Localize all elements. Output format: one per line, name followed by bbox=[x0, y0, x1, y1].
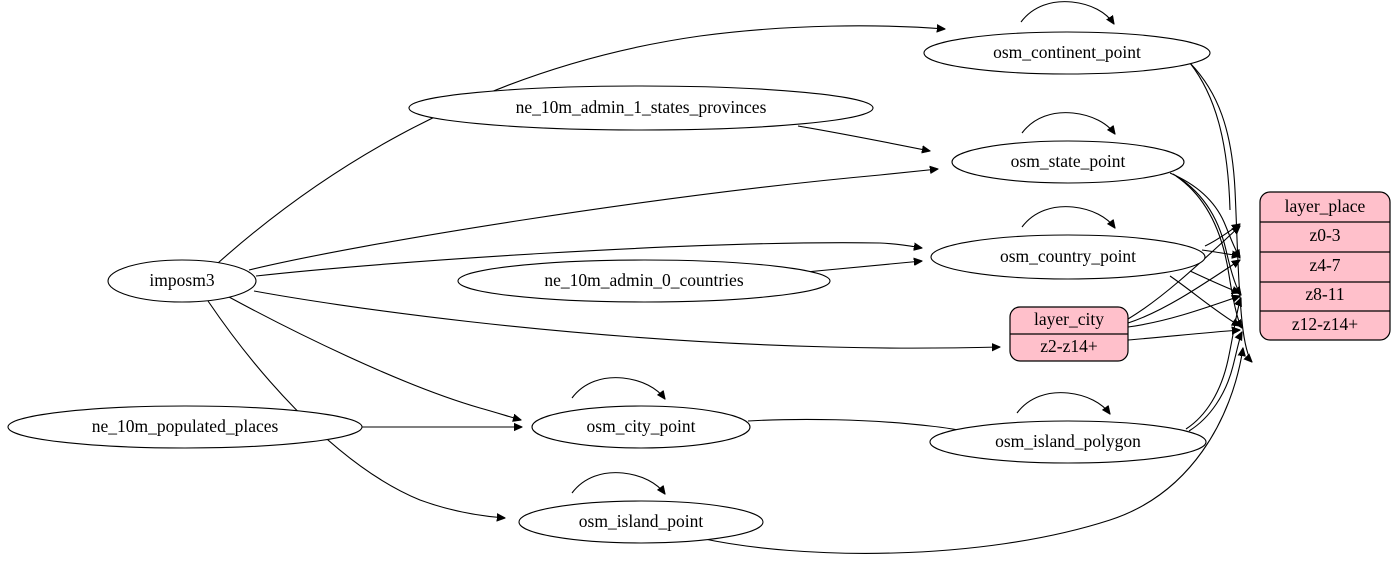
edge-self-osm_continent_point bbox=[1020, 1, 1114, 24]
node-label-osm_island_point: osm_island_point bbox=[579, 511, 704, 531]
node-imposm3[interactable]: imposm3 bbox=[107, 259, 257, 303]
record-cell-layer_city-z2[interactable]: z2-z14+ bbox=[1040, 336, 1098, 356]
node-label-osm_country_point: osm_country_point bbox=[1000, 246, 1136, 266]
node-osm_country_point[interactable]: osm_country_point bbox=[930, 234, 1206, 280]
edge-osm_country_point-to-layer_place-z8 bbox=[1189, 270, 1240, 293]
edge-self-osm_city_point bbox=[571, 377, 665, 399]
edge-layer_city-to-layer_place-z12 bbox=[1127, 330, 1240, 341]
node-label-osm_city_point: osm_city_point bbox=[587, 416, 696, 436]
edge-ne_10m_admin_1_states-to-osm_state_point bbox=[797, 125, 930, 151]
record-node-layer_place[interactable]: layer_place z0-3 z4-7 z8-11 z12-z14+ bbox=[1259, 191, 1391, 341]
edge-layer_city-to-layer_place-z8 bbox=[1127, 296, 1240, 328]
edge-layer bbox=[207, 1, 1252, 554]
edge-osm_country_point-to-layer_place-z12 bbox=[1169, 275, 1240, 326]
ellipse-node-layer: imposm3 ne_10m_populated_places ne_10m_a… bbox=[7, 31, 1211, 544]
node-label-ne_10m_admin_1_states_provinces: ne_10m_admin_1_states_provinces bbox=[516, 97, 767, 117]
edge-osm_continent_point-to-layer_place-z0-b bbox=[1189, 62, 1231, 211]
node-osm_state_point[interactable]: osm_state_point bbox=[951, 140, 1185, 184]
record-cell-layer_place-z4[interactable]: z4-7 bbox=[1309, 255, 1340, 275]
record-cell-layer_place-z0[interactable]: z0-3 bbox=[1309, 225, 1340, 245]
edge-osm_island_point-to-layer_place-z12 bbox=[699, 348, 1243, 554]
record-cell-layer_place-z12[interactable]: z12-z14+ bbox=[1292, 314, 1358, 334]
node-label-osm_continent_point: osm_continent_point bbox=[993, 42, 1141, 62]
edge-imposm3-to-osm_country_point bbox=[255, 242, 922, 277]
edge-self-osm_island_point bbox=[571, 472, 665, 494]
record-cell-layer_city-title: layer_city bbox=[1034, 309, 1104, 329]
edge-layer_city-to-layer_place-z4 bbox=[1127, 260, 1240, 324]
edge-self-osm_island_polygon bbox=[1016, 392, 1110, 414]
node-osm_city_point[interactable]: osm_city_point bbox=[531, 405, 751, 449]
edge-osm_island_polygon-to-layer_place-z12 bbox=[1188, 332, 1242, 432]
node-label-osm_state_point: osm_state_point bbox=[1011, 151, 1126, 171]
edge-imposm3-to-osm_state_point bbox=[248, 169, 938, 271]
edge-imposm3-to-osm_island_point bbox=[207, 300, 505, 518]
edge-self-osm_state_point bbox=[1021, 112, 1115, 134]
edge-self-osm_country_point bbox=[1021, 206, 1115, 228]
node-label-ne_10m_populated_places: ne_10m_populated_places bbox=[92, 416, 279, 436]
node-ne_10m_admin_1_states_provinces[interactable]: ne_10m_admin_1_states_provinces bbox=[408, 85, 874, 131]
edge-osm_country_point-to-layer_place-z4 bbox=[1201, 249, 1240, 256]
edge-ne_10m_admin_0_countries-to-osm_country_point bbox=[805, 261, 922, 273]
edge-osm_state_point-to-layer_place-z12 bbox=[1175, 175, 1242, 328]
edge-osm_continent_point-to-layer_place-z0 bbox=[1189, 62, 1252, 362]
node-label-osm_island_polygon: osm_island_polygon bbox=[995, 431, 1141, 451]
edge-imposm3-to-osm_city_point bbox=[228, 296, 521, 420]
edge-layer_city-to-layer_place-z0 bbox=[1127, 226, 1240, 320]
edge-imposm3-to-osm_continent_point bbox=[217, 26, 945, 264]
node-osm_island_polygon[interactable]: osm_island_polygon bbox=[929, 420, 1207, 464]
edge-osm_state_point-to-layer_place-z4 bbox=[1169, 172, 1240, 258]
record-node-layer_city[interactable]: layer_city z2-z14+ bbox=[1009, 306, 1129, 362]
record-cell-layer_place-title: layer_place bbox=[1285, 196, 1366, 216]
node-osm_continent_point[interactable]: osm_continent_point bbox=[923, 31, 1211, 75]
node-label-ne_10m_admin_0_countries: ne_10m_admin_0_countries bbox=[544, 270, 743, 290]
node-ne_10m_populated_places[interactable]: ne_10m_populated_places bbox=[7, 405, 363, 449]
edge-osm_island_polygon-to-layer_place-z8 bbox=[1185, 298, 1241, 430]
edge-imposm3-to-layer_city bbox=[253, 290, 1000, 348]
node-osm_island_point[interactable]: osm_island_point bbox=[518, 500, 764, 544]
node-ne_10m_admin_0_countries[interactable]: ne_10m_admin_0_countries bbox=[457, 259, 831, 303]
edge-osm_state_point-to-layer_place-z8 bbox=[1172, 173, 1241, 295]
record-cell-layer_place-z8[interactable]: z8-11 bbox=[1305, 284, 1344, 304]
node-label-imposm3: imposm3 bbox=[149, 270, 214, 290]
